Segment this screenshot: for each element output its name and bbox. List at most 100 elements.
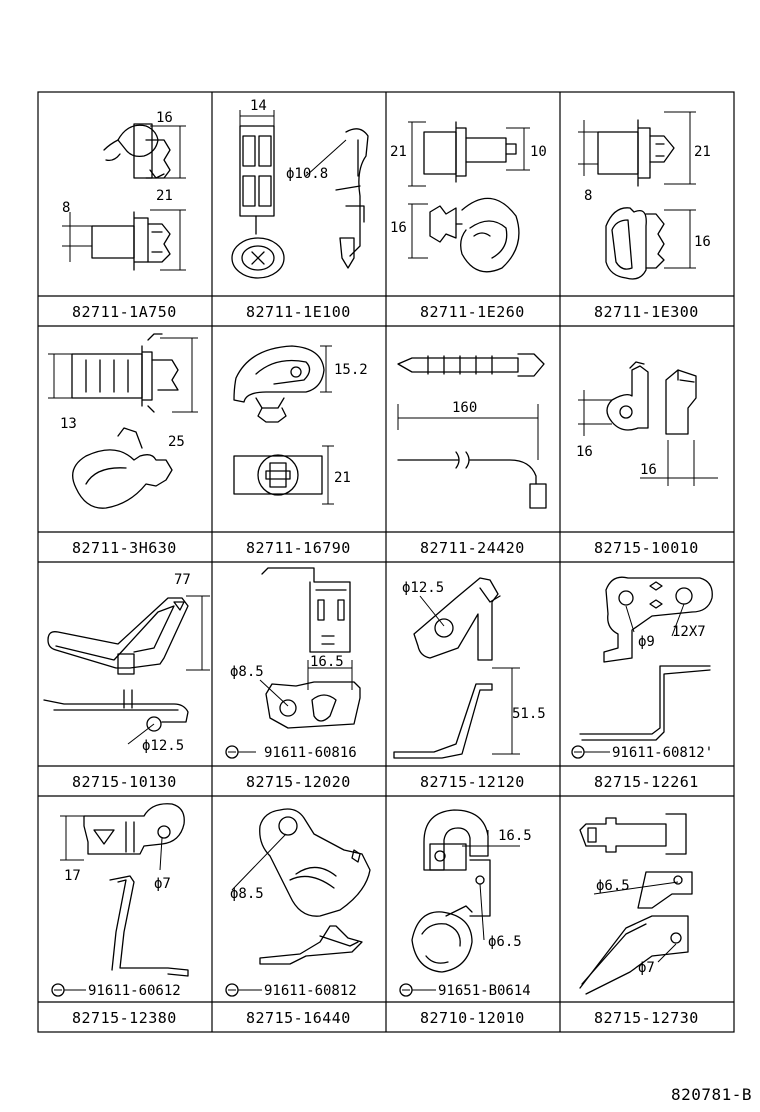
dim-14: 14 <box>250 98 267 114</box>
part-cell-82715-16440[interactable]: ϕ8.5 91611-60812 82715-16440 <box>225 808 371 1027</box>
clip-drawing <box>579 576 713 741</box>
part-number: 82711-1E100 <box>246 303 351 321</box>
dimension-lines: ϕ12.5 51.5 <box>402 580 546 755</box>
clip-drawing <box>423 121 520 273</box>
part-number: 82711-1E260 <box>420 303 525 321</box>
dim-21: 21 <box>334 470 351 486</box>
dimension-lines: 14 ϕ10.8 <box>239 98 347 182</box>
clip-drawing <box>43 597 189 732</box>
bolt-ref: 91611-60612 <box>51 983 181 999</box>
clip-drawing <box>606 361 697 435</box>
dim-21: 21 <box>156 188 173 204</box>
dim-21: 21 <box>390 144 407 160</box>
part-cell-82711-1A750[interactable]: 16 21 8 82711-1A750 <box>62 110 186 321</box>
bolt-ref: 91611-60816 <box>225 745 357 761</box>
dim-16: 16 <box>156 110 173 126</box>
dimension-lines: 16 21 8 <box>62 110 186 271</box>
dim-16-b: 16 <box>640 462 657 478</box>
part-cell-82711-1E300[interactable]: 21 8 16 82711-1E300 <box>578 111 711 321</box>
dim-phi-7: ϕ7 <box>154 876 171 892</box>
dim-21: 21 <box>694 144 711 160</box>
dimension-lines: 13 25 <box>48 337 198 450</box>
part-number: 82711-1E300 <box>594 303 699 321</box>
dim-phi-12-5: ϕ12.5 <box>142 738 184 754</box>
bolt-ref: 91651-B0614 <box>399 983 531 999</box>
dim-phi-8-5: ϕ8.5 <box>230 886 264 902</box>
dim-13: 13 <box>60 416 77 432</box>
dim-phi-6-5: ϕ6.5 <box>488 934 522 950</box>
dim-16-5: 16.5 <box>498 828 532 844</box>
part-number: 82715-12380 <box>72 1009 177 1027</box>
dimension-lines: 16.5 ϕ8.5 <box>230 654 353 753</box>
dim-77: 77 <box>174 572 191 588</box>
dimension-lines: ϕ6.5 ϕ7 <box>593 878 679 976</box>
dimension-lines: 21 8 16 <box>578 111 711 269</box>
part-number: 82715-12020 <box>246 773 351 791</box>
part-cell-82715-12120[interactable]: ϕ12.5 51.5 82715-12120 <box>393 577 546 791</box>
drawing-code: 820781-B <box>670 1085 752 1104</box>
part-cell-82715-10010[interactable]: 16 16 82715-10010 <box>576 361 718 557</box>
part-cell-82711-1E100[interactable]: 14 ϕ10.8 82711-1E100 <box>231 98 369 321</box>
clip-drawing <box>261 567 361 729</box>
dimension-lines: 17 ϕ7 <box>60 815 171 892</box>
dim-25: 25 <box>168 434 185 450</box>
clip-drawing <box>411 809 491 973</box>
dim-10: 10 <box>530 144 547 160</box>
dim-phi-8-5: ϕ8.5 <box>230 664 264 680</box>
dim-16-a: 16 <box>576 444 593 460</box>
part-cell-82715-12261[interactable]: ϕ9 12X7 91611-60812' 82715-12261 <box>571 576 713 791</box>
bolt-ref: 91611-60812' <box>571 745 713 761</box>
dimension-lines: ϕ9 12X7 <box>625 603 706 650</box>
dim-16: 16 <box>694 234 711 250</box>
part-cell-82711-16790[interactable]: 15.2 21 82711-16790 <box>233 345 368 557</box>
bolt-ref: 91611-60812 <box>225 983 357 999</box>
part-number: 82711-16790 <box>246 539 351 557</box>
part-number: 82710-12010 <box>420 1009 525 1027</box>
part-number: 82715-16440 <box>246 1009 351 1027</box>
dim-17: 17 <box>64 868 81 884</box>
part-cell-82715-12020[interactable]: 16.5 ϕ8.5 91611-60816 82715-12020 <box>225 567 361 791</box>
part-cell-82711-1E260[interactable]: 21 10 16 82711-1E260 <box>390 121 547 321</box>
clip-drawing <box>397 353 547 509</box>
bolt-part-number: 91611-60612 <box>88 983 181 999</box>
clip-drawing <box>233 345 325 496</box>
clip-drawing <box>83 803 189 977</box>
part-cell-82710-12010[interactable]: 16.5 ϕ6.5 91651-B0614 82710-12010 <box>399 809 532 1027</box>
dim-phi-6-5: ϕ6.5 <box>596 878 630 894</box>
part-number: 82715-10130 <box>72 773 177 791</box>
clip-drawing <box>259 808 371 965</box>
bolt-part-number: 91611-60812' <box>612 745 713 761</box>
clip-drawing <box>597 119 675 280</box>
dim-16-5: 16.5 <box>310 654 344 670</box>
part-number: 82715-12261 <box>594 773 699 791</box>
dimension-lines: 16 16 <box>576 390 718 486</box>
dim-phi-12-5: ϕ12.5 <box>402 580 444 596</box>
part-number: 82711-3H630 <box>72 539 177 557</box>
dim-phi-10-8: ϕ10.8 <box>286 166 328 182</box>
part-cell-82715-10130[interactable]: 77 ϕ12.5 82715-10130 <box>43 572 210 791</box>
bolt-part-number: 91651-B0614 <box>438 983 531 999</box>
dim-51-5: 51.5 <box>512 706 546 722</box>
part-cell-82711-24420[interactable]: 160 82711-24420 <box>397 353 547 557</box>
part-cell-82711-3H630[interactable]: 13 25 82711-3H630 <box>48 333 198 557</box>
dim-160: 160 <box>452 400 477 416</box>
part-number: 82711-1A750 <box>72 303 177 321</box>
clip-drawing <box>71 333 179 509</box>
part-number: 82715-10010 <box>594 539 699 557</box>
part-cell-82715-12380[interactable]: 17 ϕ7 91611-60612 82715-12380 <box>51 803 189 1027</box>
dimension-lines: 16.5 ϕ6.5 <box>462 828 532 950</box>
dim-16: 16 <box>390 220 407 236</box>
dim-phi-7: ϕ7 <box>638 960 655 976</box>
clip-drawing <box>579 813 693 995</box>
dim-12x7: 12X7 <box>672 624 706 640</box>
dimension-lines: 77 ϕ12.5 <box>127 572 210 754</box>
dimension-lines: 160 <box>397 400 539 460</box>
dim-15-2: 15.2 <box>334 362 368 378</box>
clip-drawing <box>231 125 369 279</box>
part-cell-82715-12730[interactable]: ϕ6.5 ϕ7 82715-12730 <box>579 813 699 1027</box>
part-number: 82715-12120 <box>420 773 525 791</box>
catalog-grid <box>37 91 735 1033</box>
bolt-part-number: 91611-60812 <box>264 983 357 999</box>
dimension-lines: 15.2 21 <box>320 345 368 505</box>
